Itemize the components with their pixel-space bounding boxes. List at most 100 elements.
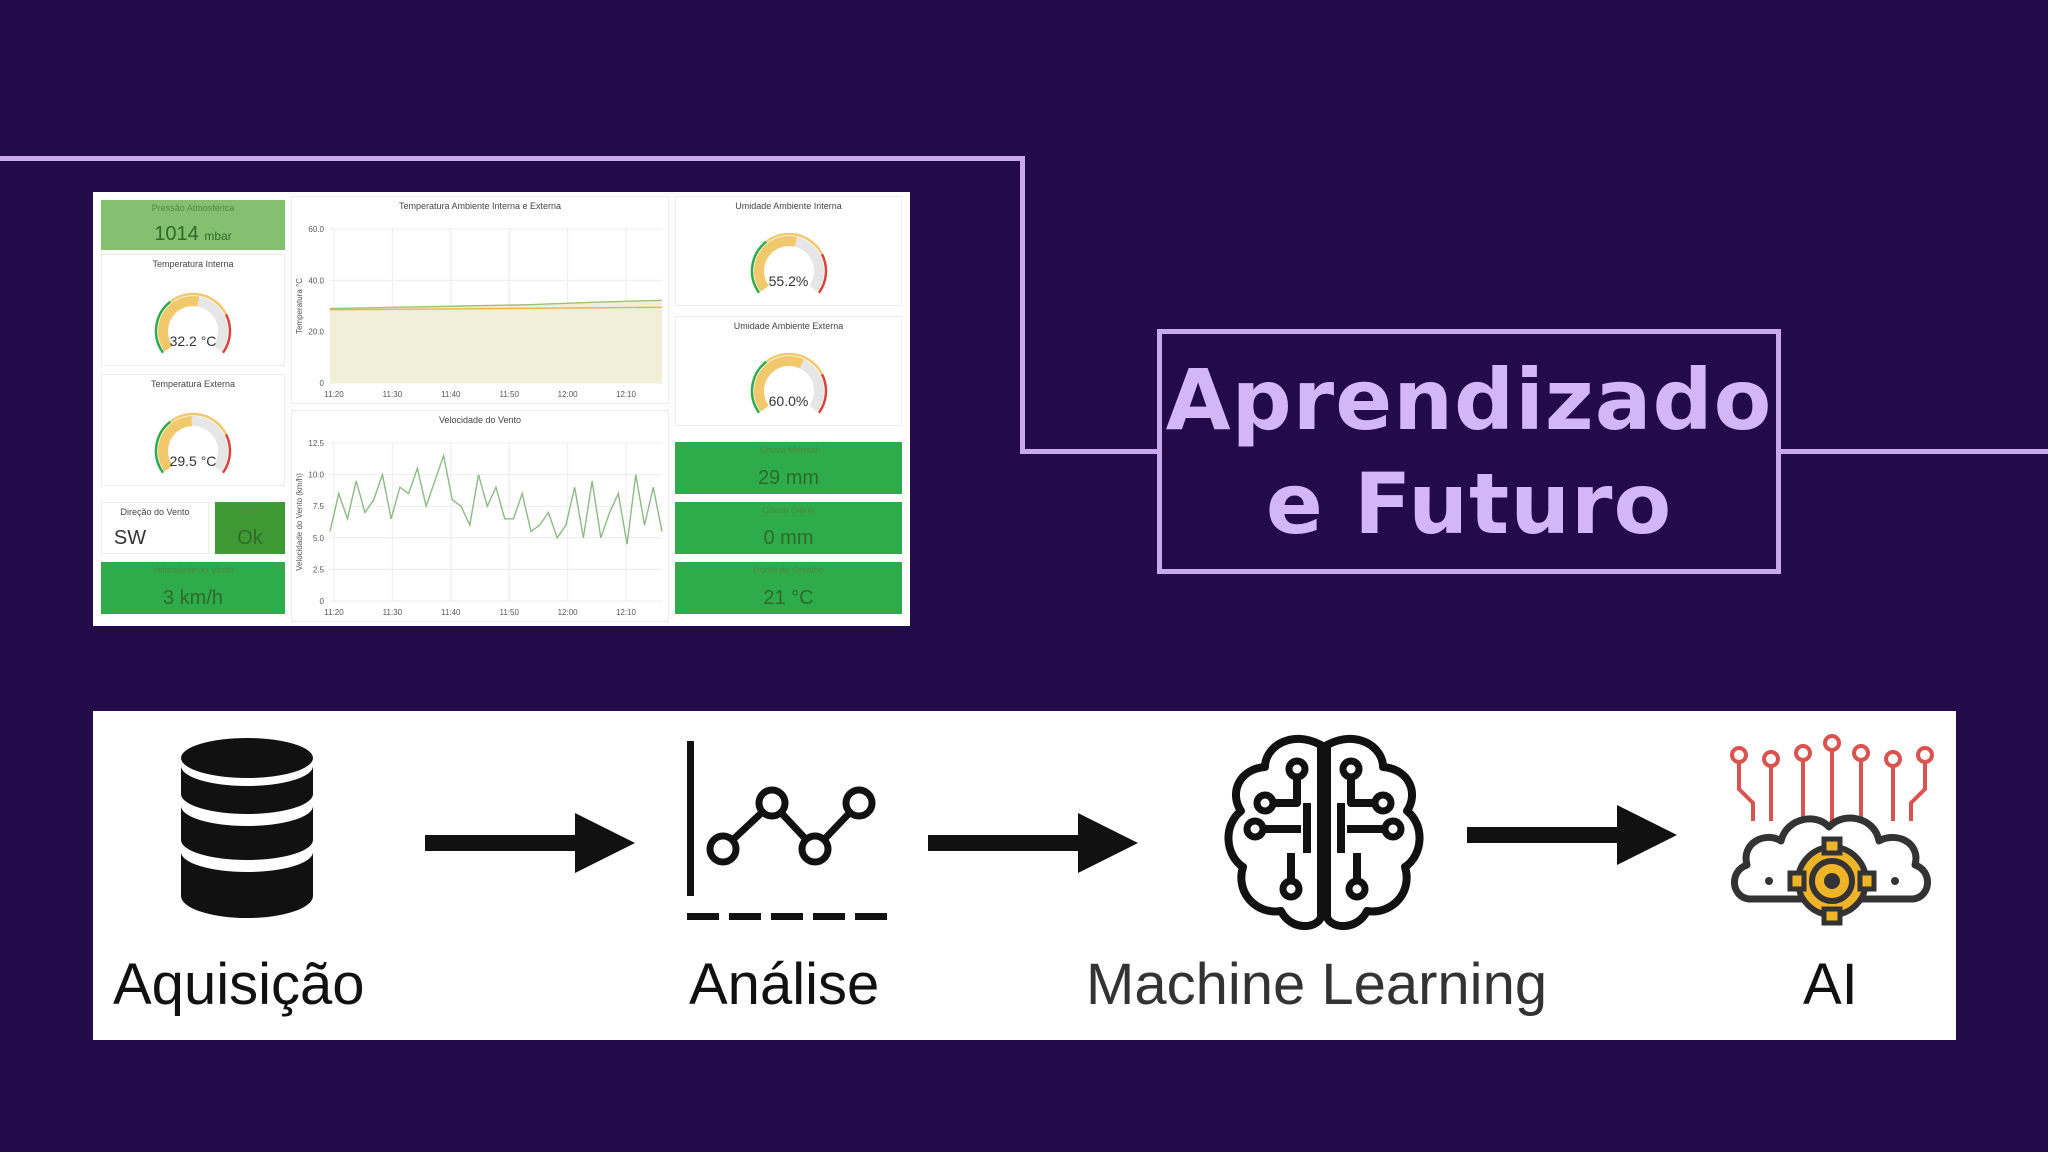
gauge-threshold-yellow bbox=[169, 292, 228, 315]
y-tick-label: 60.0 bbox=[308, 225, 324, 234]
gauge-fill bbox=[753, 236, 797, 292]
rain-daily-label: Chuva Diária bbox=[762, 505, 815, 515]
dew-point-value: 21 °C bbox=[763, 587, 814, 609]
y-tick-label: 10.0 bbox=[308, 471, 324, 480]
y-tick-label: 40.0 bbox=[308, 276, 324, 285]
x-tick-label: 12:00 bbox=[558, 608, 579, 617]
wind-speed-panel: Velocidade do Vento 3 km/h bbox=[101, 562, 285, 614]
temperature-chart: Temperatura °C 0 20.0 40.0 60.0 11:20 11:30 11:… bbox=[295, 225, 663, 399]
x-tick-label: 12:10 bbox=[616, 608, 637, 617]
gauge-threshold-red bbox=[221, 313, 232, 354]
status-value: Ok bbox=[237, 527, 263, 549]
gauge-fill bbox=[158, 416, 193, 472]
wind-chart-panel: Velocidade do Vento Velocidade do Vento … bbox=[291, 410, 669, 622]
humidity-external-panel: Umidade Ambiente Externa 60.0% bbox=[675, 316, 902, 426]
y-axis-label: Velocidade do Vento (km/h) bbox=[295, 473, 304, 571]
arrow-right-icon bbox=[1467, 805, 1677, 865]
x-tick-label: 12:00 bbox=[558, 390, 579, 399]
temp-internal-panel: Temperatura Interna 32.2 °C bbox=[101, 254, 285, 366]
decor-line-top bbox=[0, 156, 1025, 161]
series-line bbox=[329, 452, 663, 545]
wind-direction-value: SW bbox=[113, 527, 147, 549]
gauge-threshold-green bbox=[750, 240, 767, 294]
title-box: Aprendizado e Futuro bbox=[1157, 329, 1781, 574]
gauge-threshold-green bbox=[154, 300, 172, 354]
y-axis-label: Temperatura °C bbox=[295, 278, 304, 334]
pipeline-diagram: Aquisição Análise Machine L bbox=[93, 711, 1956, 1040]
x-tick-label: 11:20 bbox=[324, 390, 344, 399]
temp-internal-value: 32.2 °C bbox=[169, 333, 217, 349]
step-label-ai: AI bbox=[1803, 952, 1858, 1017]
wind-direction-label: Direção do Vento bbox=[120, 507, 190, 517]
temp-external-label: Temperatura Externa bbox=[150, 379, 236, 389]
ai-cloud-gear-icon bbox=[1730, 734, 1934, 926]
humidity-internal-value: 55.2% bbox=[768, 273, 809, 289]
rain-daily-panel: Chuva Diária 0 mm bbox=[675, 502, 902, 554]
pressure-panel: Pressão Atmosférica 1014 mbar bbox=[101, 200, 285, 250]
x-tick-label: 11:30 bbox=[383, 608, 403, 617]
x-tick-label: 11:40 bbox=[441, 608, 461, 617]
humidity-internal-label: Umidade Ambiente Interna bbox=[735, 201, 842, 211]
gauge-fill bbox=[753, 356, 804, 412]
gauge-threshold-red bbox=[817, 253, 827, 294]
x-tick-label: 11:40 bbox=[441, 390, 461, 399]
y-tick-label: 7.5 bbox=[313, 502, 325, 511]
wind-speed-value: 3 km/h bbox=[162, 587, 224, 609]
gauge-threshold-yellow bbox=[765, 232, 823, 255]
gauge-threshold-red bbox=[817, 373, 827, 414]
dew-point-panel: Ponto de Orvalho 21 °C bbox=[675, 562, 902, 614]
step-label-analise: Análise bbox=[689, 952, 880, 1017]
title-line-1: Aprendizado bbox=[1165, 350, 1773, 449]
gauge-threshold-green bbox=[750, 360, 767, 414]
rain-monthly-label: Chuva Mensal bbox=[759, 445, 818, 455]
arrow-right-icon bbox=[928, 813, 1138, 873]
pressure-label: Pressão Atmosférica bbox=[151, 203, 235, 213]
step-label-machine-learning: Machine Learning bbox=[1086, 952, 1548, 1017]
wind-chart: Velocidade do Vento (km/h) 0 2.5 5.0 7.5 10.0… bbox=[295, 439, 663, 617]
gauge-threshold-red bbox=[221, 433, 232, 474]
step-label-aquisicao: Aquisição bbox=[113, 952, 365, 1017]
wind-speed-label: Velocidade do Vento bbox=[151, 565, 235, 575]
humidity-external-gauge bbox=[750, 352, 827, 414]
wind-direction-panel: Direção do Vento SW bbox=[101, 502, 209, 554]
humidity-internal-gauge bbox=[750, 232, 827, 294]
gauge-threshold-yellow bbox=[169, 412, 228, 435]
temp-external-gauge bbox=[154, 412, 232, 474]
temp-external-panel: Temperatura Externa 29.5 °C bbox=[101, 374, 285, 486]
gauge-threshold-green bbox=[154, 420, 172, 474]
x-tick-label: 11:50 bbox=[499, 608, 519, 617]
x-tick-label: 12:10 bbox=[616, 390, 637, 399]
title-line-2: e Futuro bbox=[1265, 454, 1673, 553]
humidity-internal-panel: Umidade Ambiente Interna 55.2% bbox=[675, 196, 902, 306]
temp-internal-label: Temperatura Interna bbox=[152, 259, 234, 269]
wind-chart-title: Velocidade do Vento bbox=[438, 415, 522, 425]
y-tick-label: 0 bbox=[320, 597, 325, 606]
x-tick-label: 11:30 bbox=[383, 390, 403, 399]
dashboard-screenshot: Pressão Atmosférica 1014 mbar Temperatur… bbox=[93, 192, 910, 626]
series-area bbox=[330, 300, 662, 383]
brain-circuit-icon bbox=[1224, 734, 1424, 930]
x-tick-label: 11:20 bbox=[324, 608, 344, 617]
database-icon bbox=[181, 738, 313, 918]
pressure-value: 1014 mbar bbox=[154, 223, 232, 245]
line-chart-icon bbox=[687, 741, 887, 920]
series-line bbox=[329, 306, 663, 311]
temperature-chart-panel: Temperatura Ambiente Interna e Externa T… bbox=[291, 196, 669, 404]
humidity-external-label: Umidade Ambiente Externa bbox=[733, 321, 844, 331]
arrow-right-icon bbox=[425, 813, 635, 873]
x-tick-label: 11:50 bbox=[499, 390, 519, 399]
series-line bbox=[329, 299, 663, 310]
temp-external-value: 29.5 °C bbox=[169, 453, 217, 469]
humidity-external-value: 60.0% bbox=[768, 393, 809, 409]
decor-line-mid-right bbox=[1778, 449, 2048, 454]
decor-line-mid-left bbox=[1020, 449, 1160, 454]
rain-monthly-value: 29 mm bbox=[757, 467, 820, 489]
status-label: Status bbox=[237, 505, 263, 515]
y-tick-label: 2.5 bbox=[313, 565, 325, 574]
y-tick-label: 0 bbox=[320, 379, 325, 388]
decor-line-vertical bbox=[1020, 156, 1025, 454]
y-tick-label: 20.0 bbox=[308, 328, 324, 337]
gauge-threshold-yellow bbox=[765, 352, 823, 375]
rain-daily-value: 0 mm bbox=[763, 527, 814, 549]
y-tick-label: 5.0 bbox=[313, 534, 325, 543]
